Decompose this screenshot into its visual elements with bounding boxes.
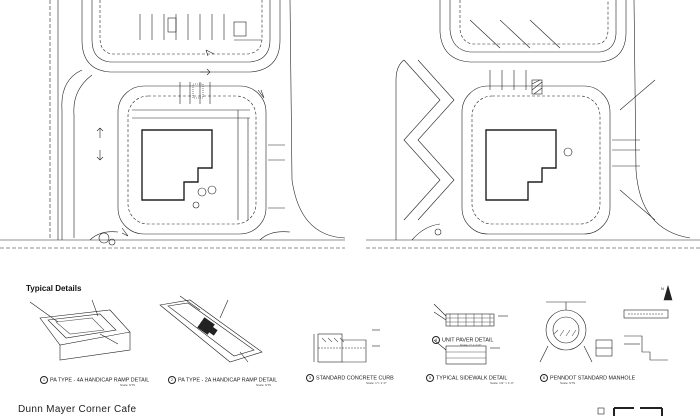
left-site-plan xyxy=(0,0,346,249)
detail-3-drawing xyxy=(313,329,380,363)
detail-2-drawing xyxy=(159,295,263,363)
title-block xyxy=(597,407,663,416)
project-title: Dunn Mayer Corner Cafe xyxy=(18,404,137,415)
detail-number-4: 4 xyxy=(432,336,440,344)
detail-4-drawing xyxy=(433,303,508,327)
detail-1-drawing xyxy=(29,299,131,361)
detail-6-drawing xyxy=(539,301,593,363)
detail-scale-3: Scale: 1"= 1'-0" xyxy=(366,381,387,385)
detail-scale-5: Scale: 1/2" = 1'-0" xyxy=(490,381,514,385)
detail-drawings xyxy=(29,295,669,365)
detail-scale-6: Scale: NTS xyxy=(560,381,576,385)
detail-number-5: 5 xyxy=(426,374,434,382)
section-title: Typical Details xyxy=(26,284,82,293)
detail-number-3: 3 xyxy=(306,374,314,382)
detail-number-6: 6 xyxy=(540,374,548,382)
detail-number-2: 2 xyxy=(168,376,176,384)
north-label: N xyxy=(661,286,664,291)
detail-scale-1: Scale: NTS xyxy=(120,383,136,387)
detail-number-1: 1 xyxy=(40,376,48,384)
manhole-section-drawing xyxy=(595,309,669,361)
right-site-plan xyxy=(366,0,700,249)
north-arrow-icon xyxy=(663,284,673,301)
detail-scale-4: Scale: 1" = 1'-0" xyxy=(460,343,482,347)
detail-scale-2: Scale: NTS xyxy=(256,383,272,387)
